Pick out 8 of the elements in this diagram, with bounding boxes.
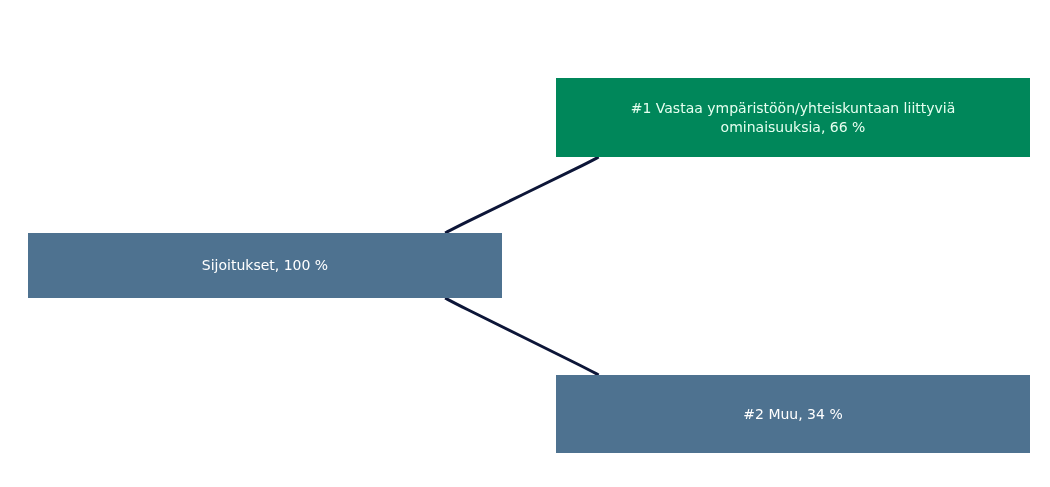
process-box xyxy=(28,233,502,298)
process-box xyxy=(556,375,1030,453)
box-label: #2 Muu, 34 % xyxy=(743,404,843,424)
box-label: Sijoitukset, 100 % xyxy=(201,256,329,275)
connector-line xyxy=(444,296,600,377)
process-box xyxy=(556,78,1030,157)
connector-line xyxy=(444,155,600,235)
box-label: #1 Vastaa ympäristöön/yhteiskuntaan liittyviä ominaisuuksia, 66 % xyxy=(629,99,957,136)
